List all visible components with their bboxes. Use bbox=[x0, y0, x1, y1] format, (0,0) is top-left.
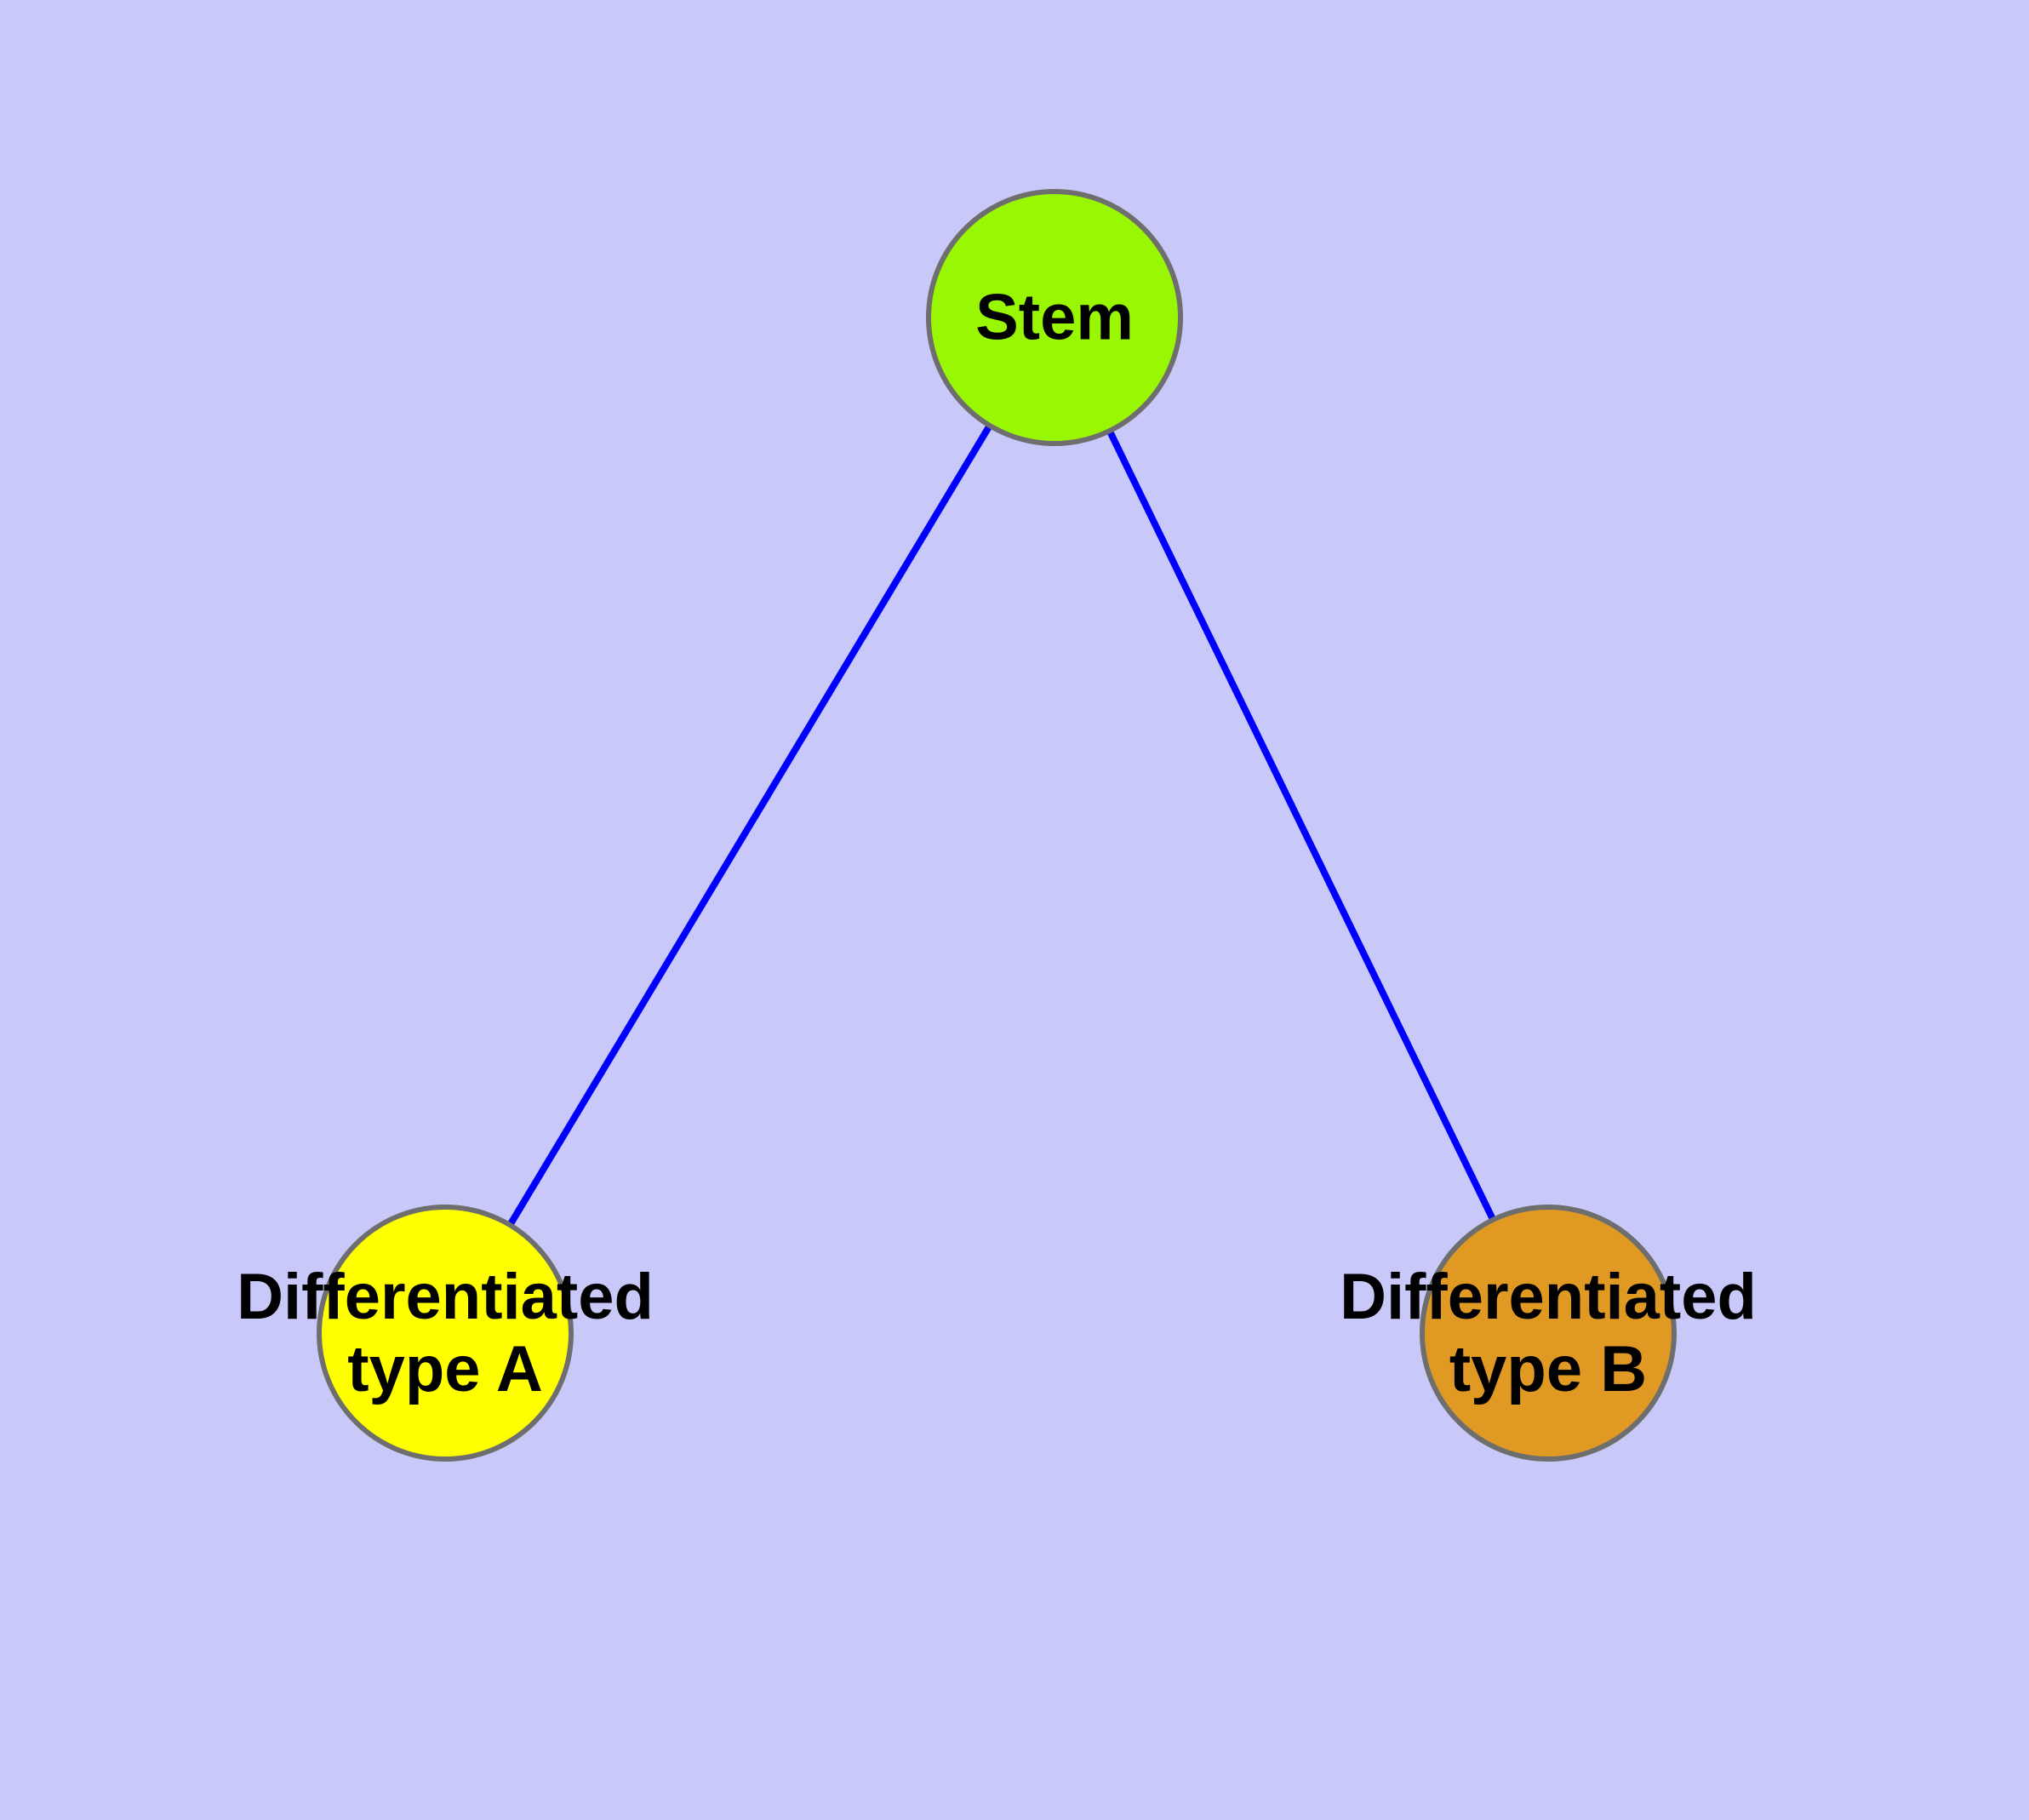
nodes-group bbox=[317, 189, 1677, 1462]
edges-group bbox=[506, 423, 1496, 1228]
node-stem[interactable] bbox=[926, 189, 1183, 446]
edge-stem-to-differentiated-type-a[interactable] bbox=[506, 423, 993, 1228]
edge-stem-to-differentiated-type-b[interactable] bbox=[1106, 429, 1496, 1222]
node-differentiated-type-b[interactable] bbox=[1420, 1205, 1677, 1462]
node-differentiated-type-a[interactable] bbox=[317, 1205, 574, 1462]
